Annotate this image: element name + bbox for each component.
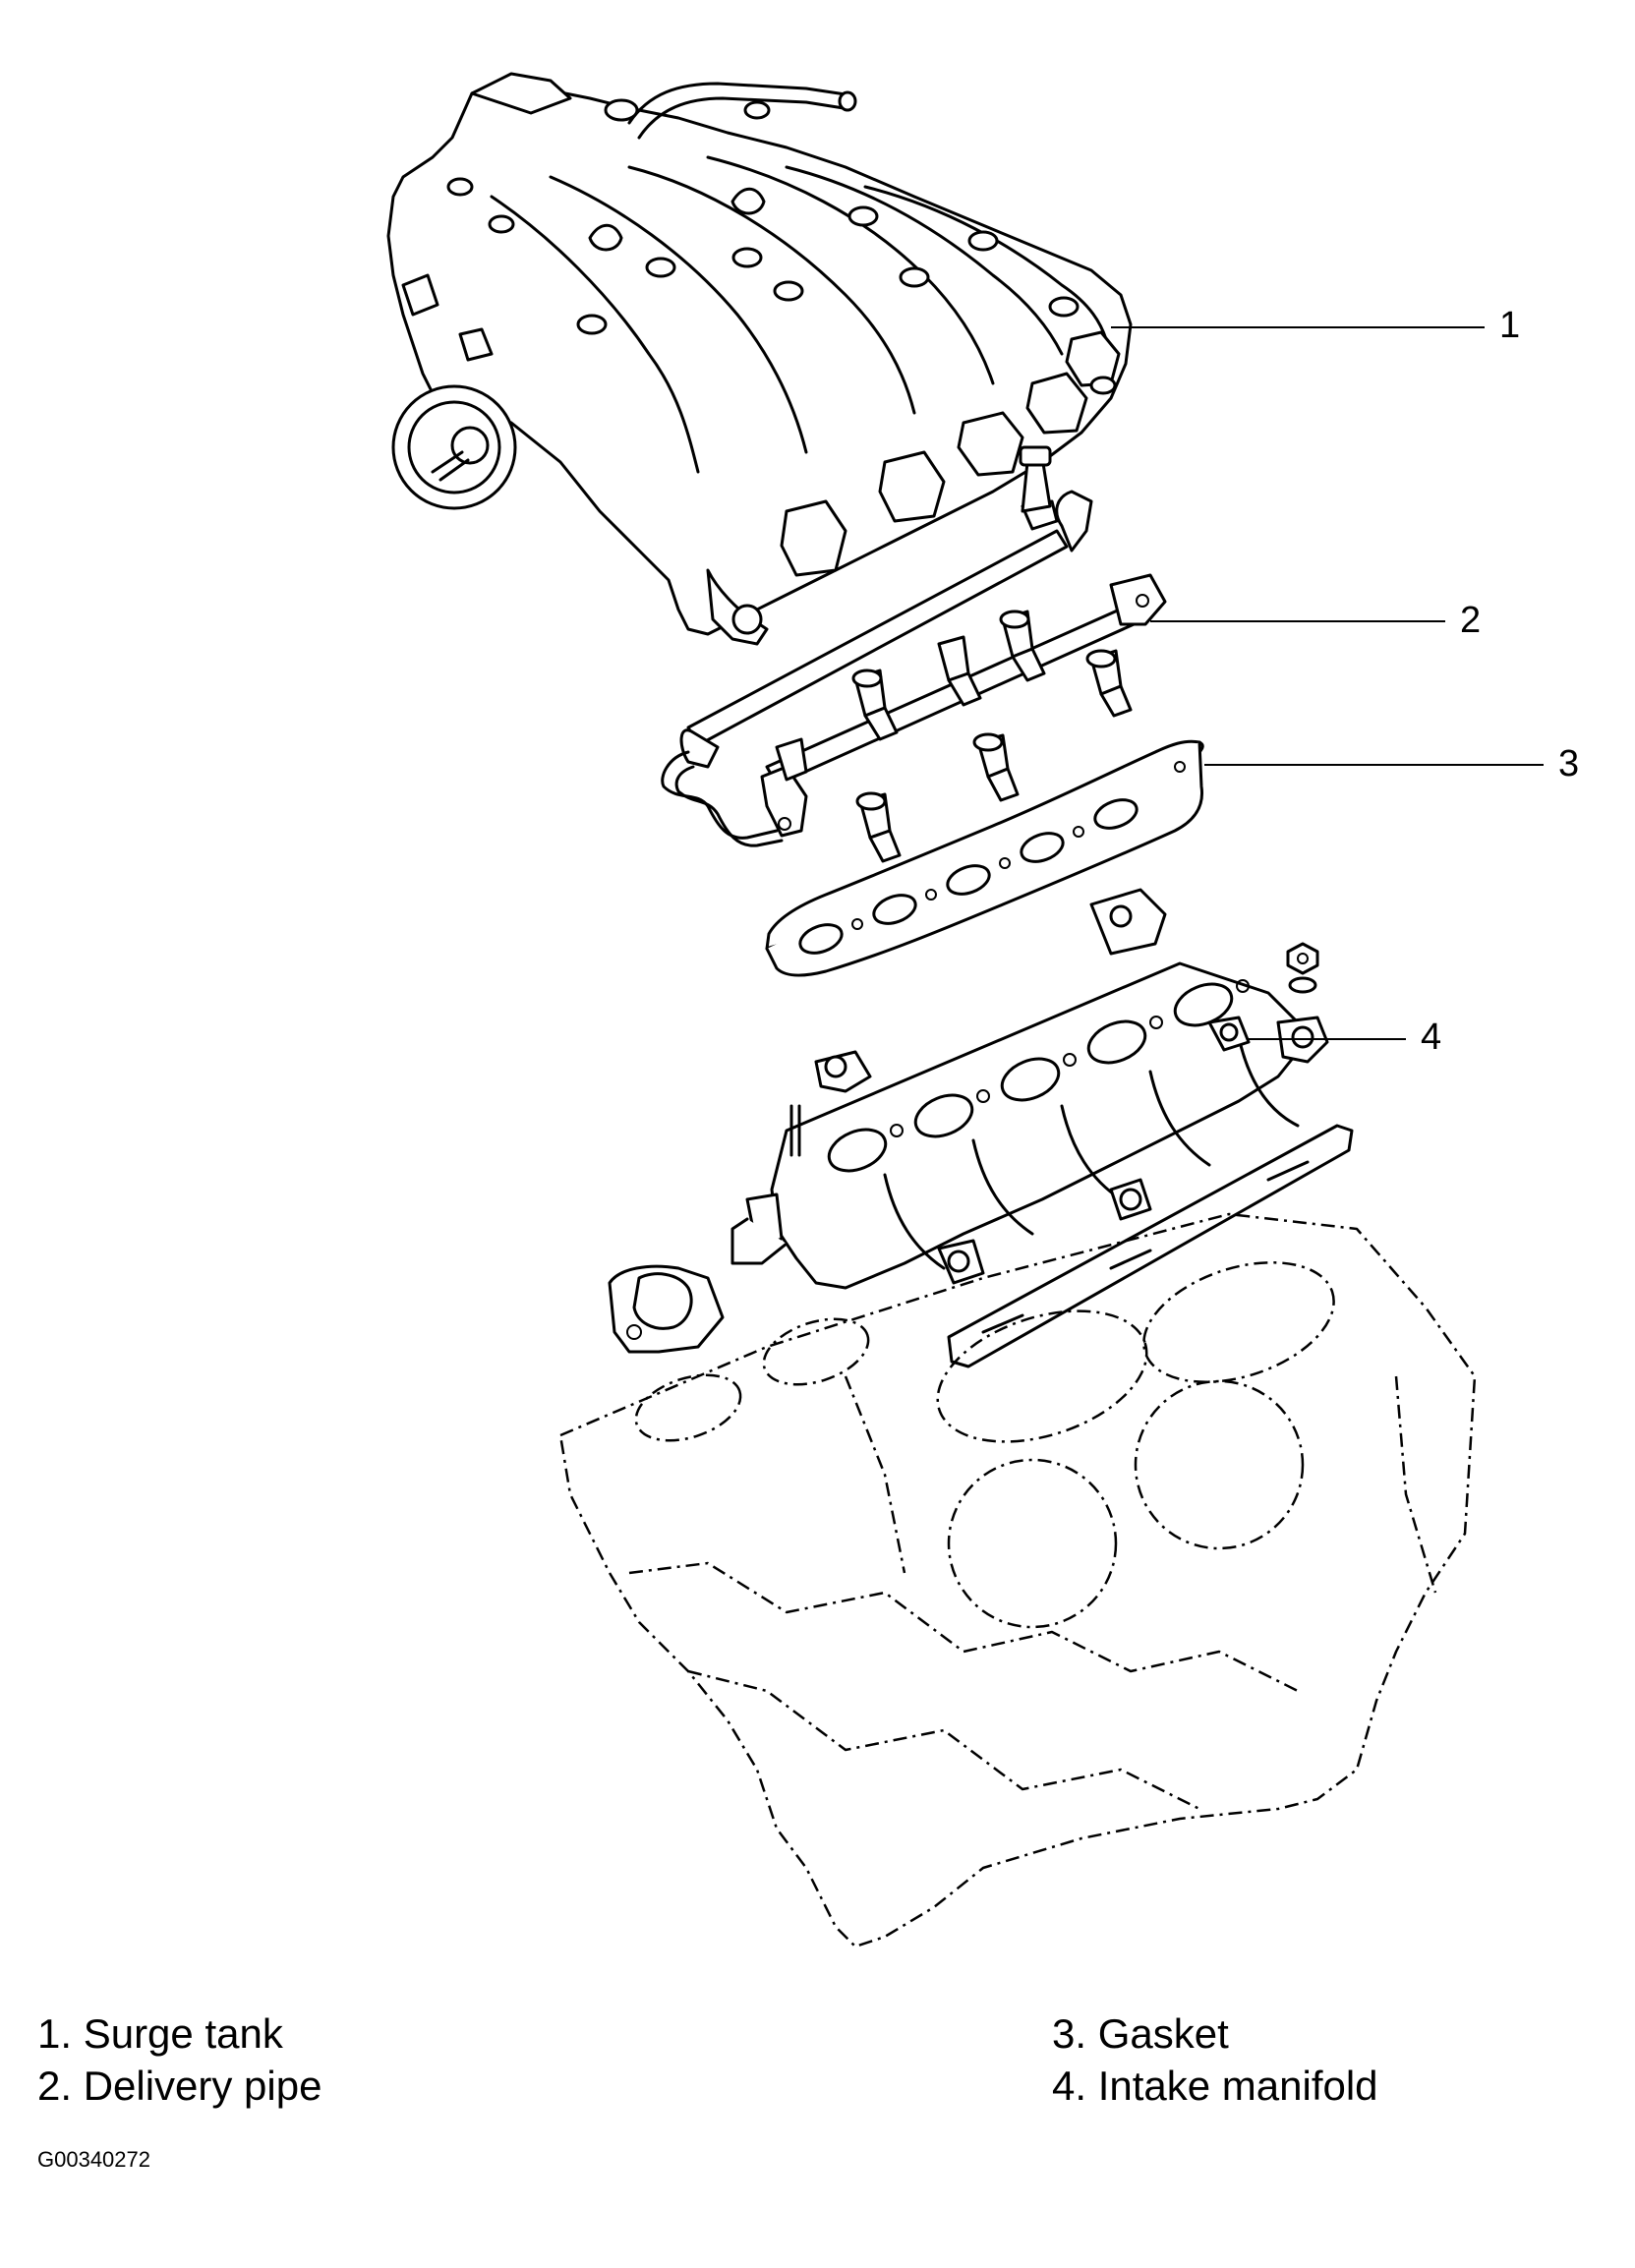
figure-id: G00340272 <box>37 2147 150 2172</box>
callout-4: 4 <box>1421 1017 1442 1058</box>
leader-lines <box>1111 326 1544 1040</box>
callout-2: 2 <box>1460 600 1482 641</box>
gasket-drawing <box>765 739 1204 977</box>
legend-item-delivery-pipe: 2. Delivery pipe <box>37 2063 322 2109</box>
surge-tank-drawing <box>386 72 1133 646</box>
legend-item-surge-tank: 1. Surge tank <box>37 2010 283 2057</box>
intake-manifold-drawing <box>608 888 1354 1368</box>
engine-block-phantom-drawing <box>558 1212 1477 1948</box>
callout-3: 3 <box>1558 743 1580 785</box>
delivery-pipe-drawing <box>661 445 1167 863</box>
legend-item-intake-manifold: 4. Intake manifold <box>1052 2063 1378 2109</box>
legend-item-gasket: 3. Gasket <box>1052 2010 1229 2057</box>
callout-1: 1 <box>1499 305 1521 346</box>
